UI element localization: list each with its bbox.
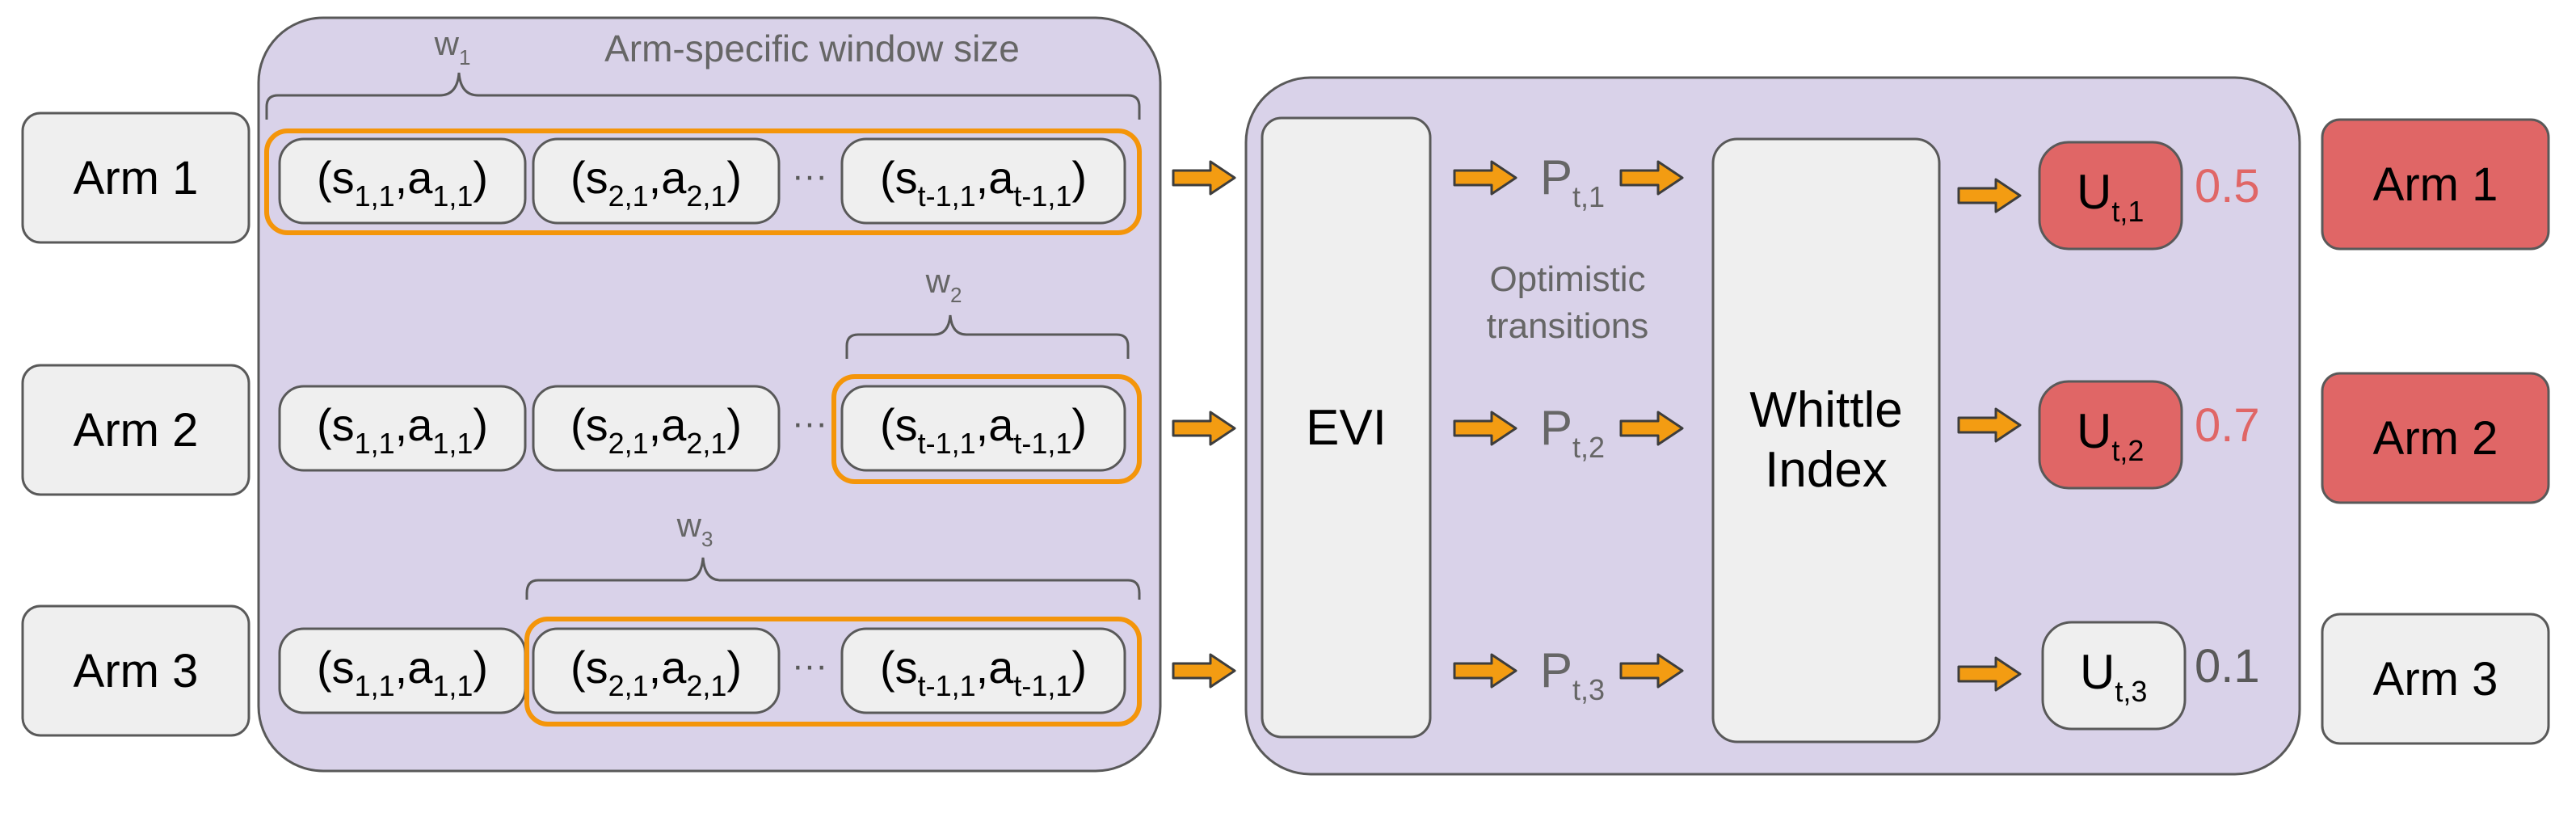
window-panel: Arm-specific window size w1 (s1,1,a1,1) …	[257, 16, 1162, 773]
right-arm-2: Arm 2	[2321, 372, 2550, 504]
left-arm-1: Arm 1	[21, 112, 250, 244]
left-arm-3-label: Arm 3	[74, 645, 199, 697]
whittle-index-box: Whittle Index	[1711, 137, 1941, 743]
window-highlight-1	[264, 128, 1142, 235]
transition-p-t1: Pt,1	[1540, 150, 1605, 213]
left-arm-2-label: Arm 2	[74, 404, 199, 457]
evi-panel: EVI Optimistic transitions Pt,1 Pt,2 Pt,…	[1244, 76, 2301, 776]
tuple-s1-a1: (s1,1,a1,1)	[317, 399, 488, 460]
tuple-s1-a1: (s1,1,a1,1)	[317, 642, 488, 702]
arrow-right-icon	[1172, 160, 1236, 196]
index-box-u-t2	[2038, 380, 2183, 490]
svg-text:w1: w1	[434, 24, 471, 70]
whittle-label-line-2: Index	[1765, 442, 1888, 498]
window-label-3: w3	[676, 506, 713, 551]
left-arm-1-label: Arm 1	[74, 152, 199, 204]
ellipsis: ···	[792, 156, 827, 196]
ellipsis: ···	[792, 646, 827, 685]
index-value-3: 0.1	[2195, 640, 2260, 693]
index-u-t3: Ut,3	[2080, 645, 2147, 708]
window-brace-3	[525, 557, 1141, 600]
index-row-1: Ut,1 0.5	[1957, 141, 2260, 251]
right-arm-1-label: Arm 1	[2373, 158, 2498, 211]
index-value-1: 0.5	[2195, 160, 2260, 213]
window-label-1: w1	[434, 24, 471, 70]
svg-text:w3: w3	[676, 506, 713, 551]
transition-p-t3: Pt,3	[1540, 643, 1605, 706]
optimistic-label-line-1: Optimistic	[1489, 259, 1645, 299]
tuple-st-at: (st-1,1,at-1,1)	[880, 399, 1087, 460]
right-arm-1: Arm 1	[2321, 118, 2550, 251]
tuple-s2-a2: (s2,1,a2,1)	[570, 152, 742, 213]
right-arms: Arm 1 Arm 2 Arm 3	[2321, 118, 2550, 745]
right-arm-3: Arm 3	[2321, 613, 2550, 745]
left-arm-2: Arm 2	[21, 364, 250, 496]
index-row-2: Ut,2 0.7	[1957, 380, 2260, 490]
evi-label: EVI	[1306, 400, 1387, 456]
arrow-right-icon	[1172, 653, 1236, 689]
svg-text:w2: w2	[925, 262, 962, 307]
window-brace-1	[265, 72, 1141, 120]
window-label-2: w2	[925, 262, 962, 307]
ellipsis: ···	[792, 403, 827, 443]
arrow-right-icon	[1172, 411, 1236, 446]
whittle-label-line-1: Whittle	[1749, 382, 1902, 438]
window-highlight-2	[831, 374, 1142, 484]
index-u-t1: Ut,1	[2077, 165, 2144, 228]
index-row-3: Ut,3 0.1	[1957, 621, 2260, 731]
transition-row-1: Pt,1	[1453, 150, 1684, 213]
row-2-tuples: (s1,1,a1,1) (s2,1,a2,1) ··· (st-1,1,at-1…	[278, 374, 1142, 484]
right-arm-3-label: Arm 3	[2373, 653, 2498, 706]
transition-row-3: Pt,3	[1453, 643, 1684, 706]
window-panel-title: Arm-specific window size	[604, 27, 1020, 70]
index-value-2: 0.7	[2195, 399, 2260, 452]
index-box-u-t1	[2038, 141, 2183, 251]
left-arm-3: Arm 3	[21, 604, 250, 737]
transition-p-t2: Pt,2	[1540, 401, 1605, 464]
transition-row-2: Pt,2	[1453, 401, 1684, 464]
tuple-st-at: (st-1,1,at-1,1)	[880, 642, 1087, 702]
row-1-tuples: (s1,1,a1,1) (s2,1,a2,1) ··· (st-1,1,at-1…	[264, 128, 1142, 235]
evi-box: EVI	[1261, 116, 1432, 739]
input-arrows	[1172, 160, 1236, 689]
left-arms: Arm 1 Arm 2 Arm 3	[21, 112, 250, 737]
row-3-tuples: (s1,1,a1,1) (s2,1,a2,1) ··· (st-1,1,at-1…	[278, 617, 1142, 727]
index-u-t2: Ut,2	[2077, 404, 2144, 467]
window-highlight-3	[524, 617, 1142, 727]
index-box-u-t3	[2041, 621, 2187, 731]
right-arm-2-label: Arm 2	[2373, 412, 2498, 465]
optimistic-label-line-2: transitions	[1487, 306, 1649, 346]
window-brace-2	[845, 314, 1130, 359]
